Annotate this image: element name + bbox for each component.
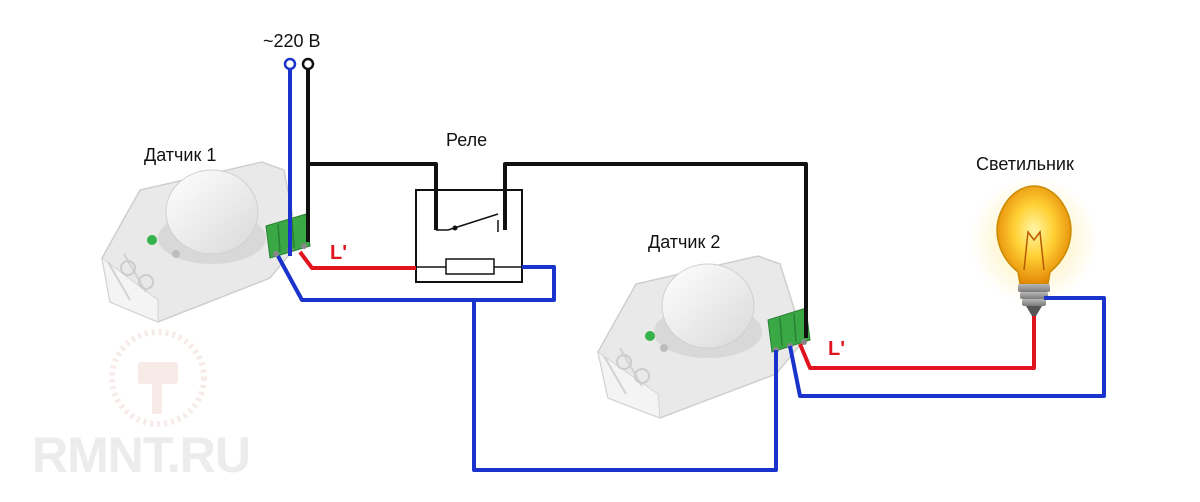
watermark-text: RMNT.RU bbox=[32, 427, 250, 483]
line-output-label-1: L' bbox=[330, 242, 347, 264]
sensor-2-label: Датчик 2 bbox=[648, 232, 720, 252]
line-output-label-2: L' bbox=[828, 338, 845, 360]
relay-coil-icon bbox=[416, 258, 522, 275]
neutral-terminal-icon bbox=[283, 57, 297, 71]
watermark-logo-icon bbox=[109, 329, 207, 427]
motion-sensor-2 bbox=[597, 255, 811, 419]
status-led-icon bbox=[645, 331, 655, 341]
supply-terminals bbox=[283, 57, 315, 71]
status-led-icon bbox=[147, 235, 157, 245]
neutral-wire bbox=[276, 68, 1106, 472]
phase-wire bbox=[306, 68, 808, 338]
relay-label: Реле bbox=[446, 130, 487, 150]
load-wire bbox=[298, 250, 1036, 370]
lamp-label: Светильник bbox=[976, 154, 1074, 174]
watermark: RMNT.RU bbox=[32, 329, 251, 483]
motion-sensor-1 bbox=[101, 161, 311, 323]
light-bulb bbox=[970, 176, 1098, 316]
terminal-block-2 bbox=[767, 307, 811, 353]
supply-voltage-label: ~220 В bbox=[263, 31, 321, 51]
phase-terminal-icon bbox=[301, 57, 315, 71]
sensor-1-label: Датчик 1 bbox=[144, 145, 216, 165]
